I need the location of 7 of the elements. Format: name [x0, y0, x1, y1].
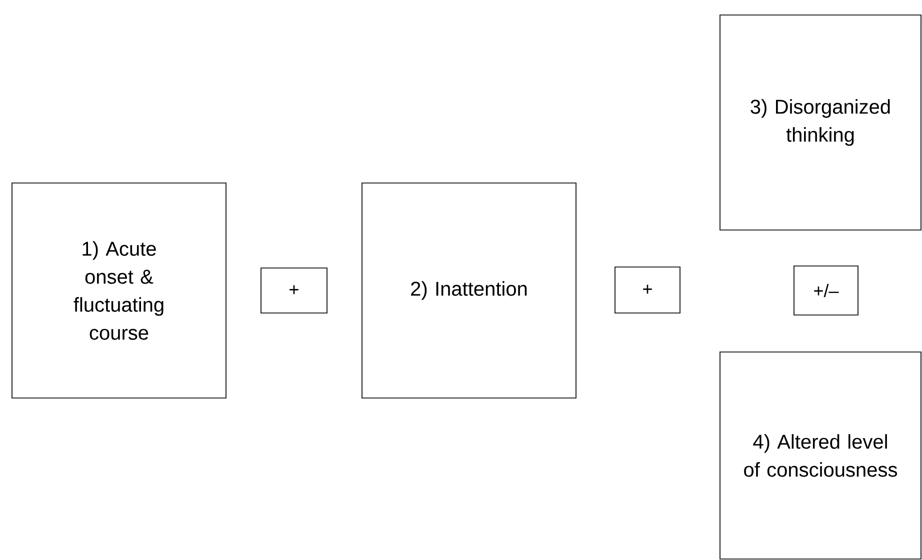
operator-box: + — [260, 267, 328, 314]
criterion-box: 2) Inattention — [361, 182, 577, 399]
criterion-box: 1) Acute onset & fluctuating course — [11, 182, 227, 399]
operator-box: +/– — [793, 265, 859, 316]
criterion-box: 3) Disorganized thinking — [719, 14, 922, 231]
criterion-box: 4) Altered level of consciousness — [719, 351, 922, 560]
operator-box: + — [614, 266, 681, 314]
